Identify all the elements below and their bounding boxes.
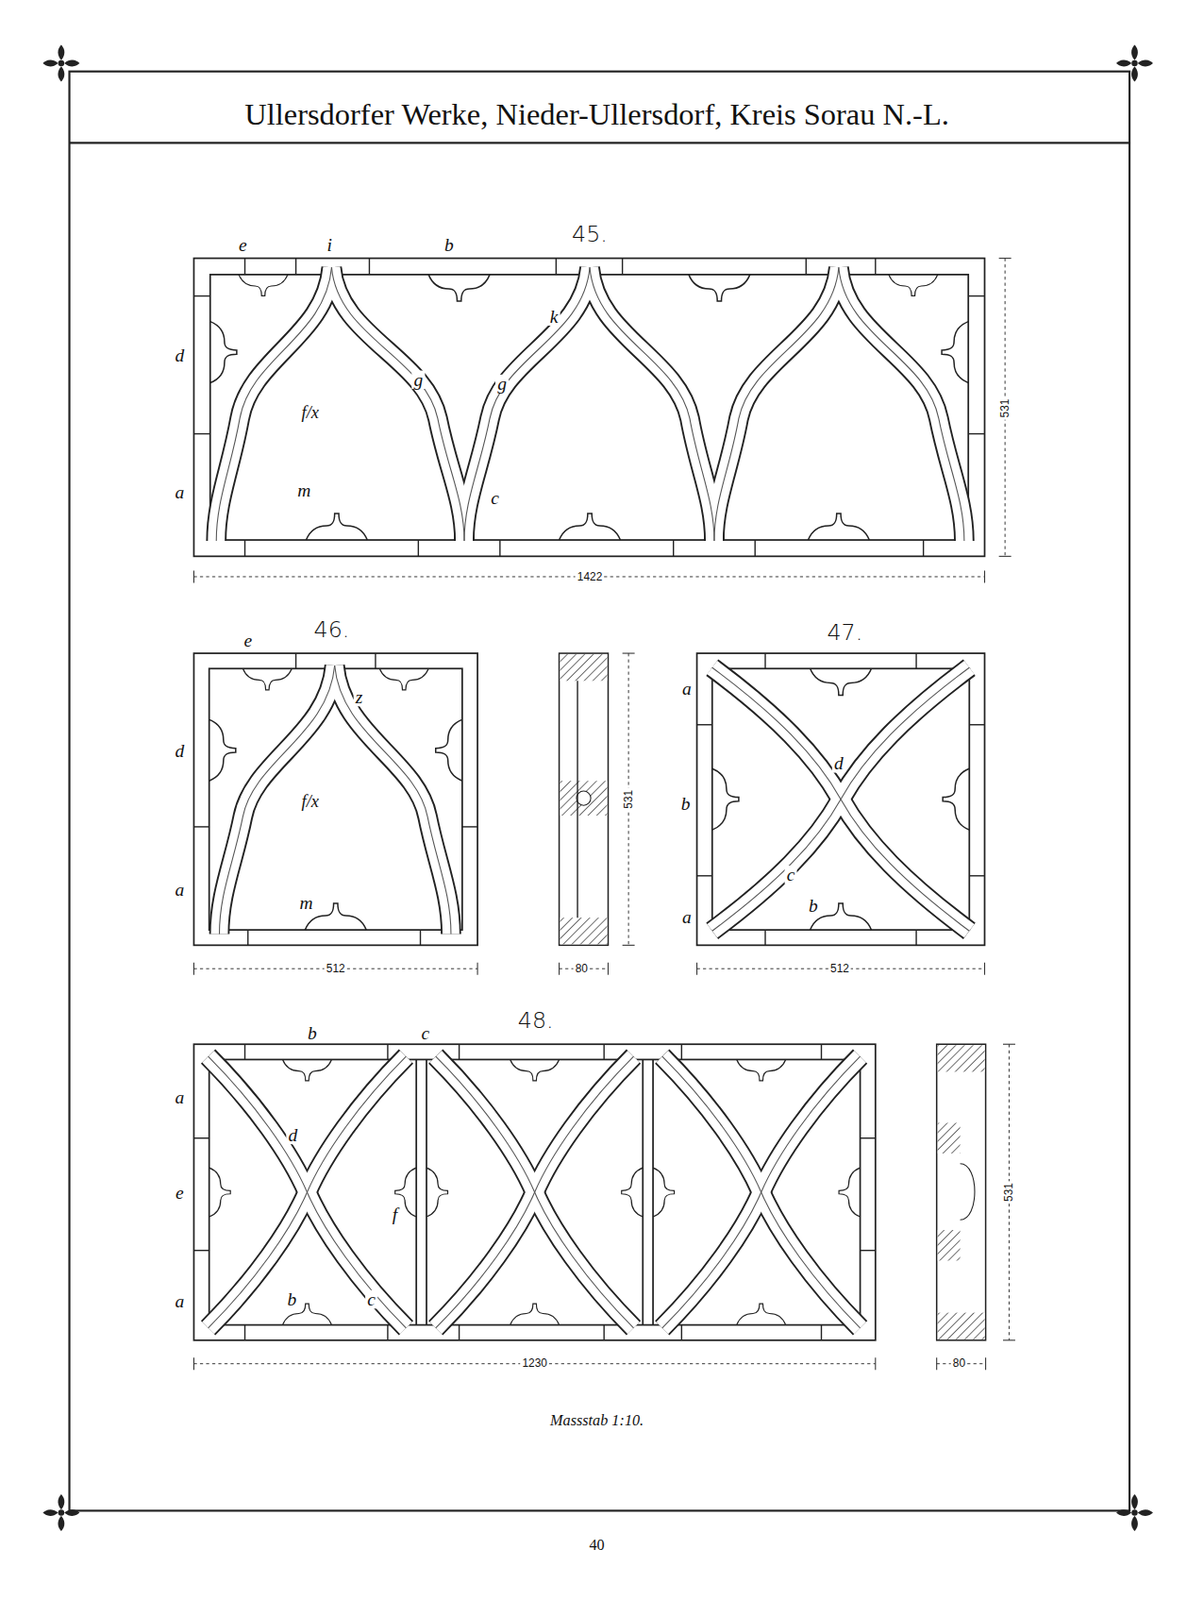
part-letter: d bbox=[172, 741, 186, 760]
part-letter: b bbox=[284, 1289, 299, 1308]
part-letter: b bbox=[806, 895, 820, 914]
dimension: 512 bbox=[324, 962, 348, 974]
part-letter: z bbox=[353, 687, 366, 706]
dimension: 80 bbox=[573, 962, 591, 974]
dimension: 531 bbox=[1003, 1180, 1016, 1204]
part-letter: b bbox=[442, 235, 456, 254]
part-letter: i bbox=[324, 235, 335, 254]
part-letter: d bbox=[832, 753, 846, 772]
part-letter: f/x bbox=[299, 792, 321, 810]
part-letter: m bbox=[295, 480, 313, 499]
part-letter: c bbox=[785, 865, 798, 884]
figure-number: 48. bbox=[516, 1008, 556, 1032]
dimension: 531 bbox=[999, 396, 1011, 419]
page-number: 40 bbox=[586, 1537, 607, 1553]
part-letter: c bbox=[488, 488, 502, 507]
part-letter: d bbox=[285, 1125, 300, 1144]
part-letter: a bbox=[172, 482, 186, 501]
dimension: 531 bbox=[622, 787, 635, 811]
dimension: 80 bbox=[951, 1357, 969, 1370]
part-letter: a bbox=[680, 679, 694, 698]
part-letter: d bbox=[172, 346, 186, 365]
part-letter: c bbox=[418, 1023, 432, 1042]
scale-caption: Massstab 1:10. bbox=[550, 1412, 644, 1428]
part-letter: m bbox=[297, 893, 315, 912]
page-header: Ullersdorfer Werke, Nieder-Ullersdorf, K… bbox=[244, 99, 950, 130]
part-letter: b bbox=[679, 793, 693, 812]
part-letter: b bbox=[305, 1023, 319, 1042]
part-letter: a bbox=[172, 1291, 186, 1310]
part-letter: g bbox=[411, 370, 425, 389]
dimension: 512 bbox=[828, 962, 852, 974]
part-letter: k bbox=[548, 306, 561, 325]
part-letter: g bbox=[495, 374, 509, 393]
part-letter: e bbox=[236, 235, 250, 254]
figure-number: 47. bbox=[824, 621, 865, 645]
part-letter: f bbox=[390, 1204, 401, 1223]
part-letter: f/x bbox=[299, 403, 321, 421]
figure-number: 46. bbox=[311, 618, 352, 641]
part-letter: a bbox=[172, 1087, 186, 1106]
figure-number: 45. bbox=[569, 223, 610, 247]
part-letter: a bbox=[172, 880, 186, 899]
dimension: 1422 bbox=[575, 570, 605, 583]
part-letter: e bbox=[241, 630, 254, 649]
part-letter: c bbox=[365, 1289, 378, 1308]
part-letter: a bbox=[680, 906, 694, 925]
part-letter: e bbox=[173, 1182, 186, 1201]
dimension: 1230 bbox=[519, 1357, 550, 1370]
